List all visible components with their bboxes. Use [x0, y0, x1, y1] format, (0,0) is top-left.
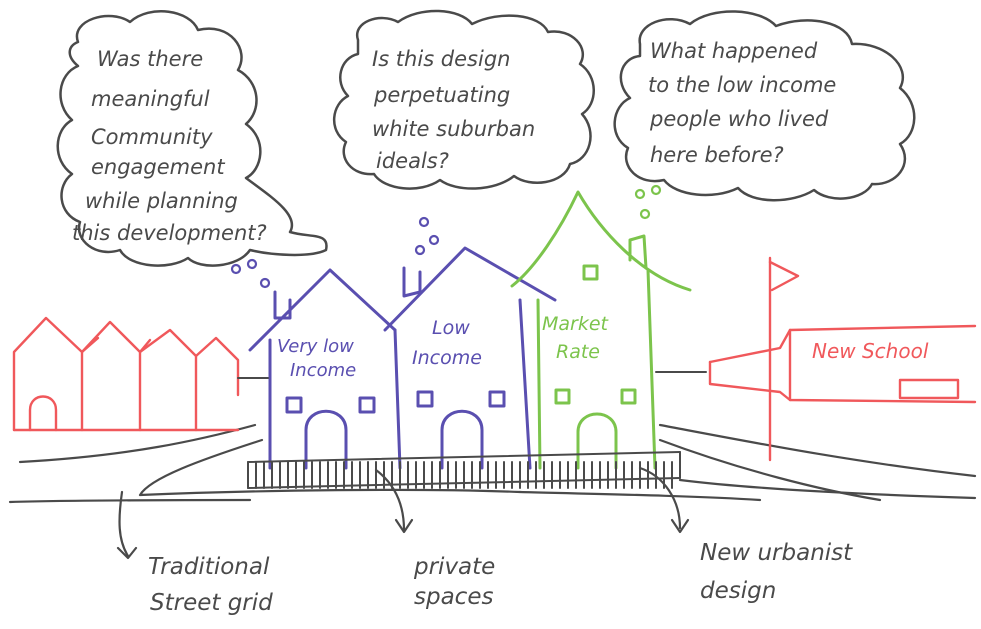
existing-houses: [12, 316, 240, 432]
bubble-right-line-4: here before?: [650, 143, 784, 167]
thought-trail-circles: [230, 184, 662, 289]
label-market-rate: Market: [542, 313, 610, 335]
caption-private-spaces-2: spaces: [414, 584, 493, 610]
bubble-left-line-6: this development?: [72, 221, 267, 245]
bubble-low-income-displacement: What happened to the low income people w…: [613, 10, 916, 202]
street-grid: [8, 423, 977, 504]
bubble-right-line-3: people who lived: [649, 107, 829, 131]
label-market-rate-2: Rate: [556, 341, 600, 363]
label-very-low-income: Very low: [277, 336, 354, 357]
bubble-middle-line-1: Is this design: [372, 47, 510, 71]
caption-new-urbanist-1: New urbanist: [700, 540, 853, 566]
house-market-rate: Market Rate: [510, 190, 692, 470]
caption-traditional-grid-2: Street grid: [150, 590, 273, 616]
bubble-right-line-2: to the low income: [648, 73, 836, 97]
bubble-left-line-4: engagement: [91, 155, 225, 179]
bubble-community-engagement: Was there meaningful Community engagemen…: [56, 10, 328, 267]
connector-lines: [237, 371, 707, 379]
bubble-left-line-1: Was there: [97, 47, 203, 71]
bubble-left-line-3: Community: [91, 125, 213, 149]
house-low-income: Low Income: [383, 246, 557, 470]
house-very-low-income: Very low Income: [248, 268, 402, 470]
label-very-low-income-2: Income: [290, 360, 356, 381]
caption-new-urbanist-2: design: [700, 578, 776, 604]
bubble-right-line-1: What happened: [650, 39, 818, 63]
label-new-school: New School: [812, 339, 929, 363]
bubble-left-line-2: meaningful: [91, 87, 210, 111]
bubble-left-line-5: while planning: [85, 189, 238, 213]
captions: Traditional Street grid private spaces N…: [148, 540, 853, 616]
new-school: New School: [708, 256, 977, 462]
bubble-middle-line-2: perpetuating: [373, 83, 510, 107]
caption-arrows: [116, 466, 690, 560]
label-low-income: Low: [432, 317, 470, 339]
bubble-middle-line-4: ideals?: [376, 149, 449, 173]
label-low-income-2: Income: [412, 347, 482, 369]
fence-private-spaces: [247, 451, 681, 489]
bubble-middle-line-3: white suburban: [372, 117, 535, 141]
bubble-suburban-ideals: Is this design perpetuating white suburb…: [332, 9, 595, 190]
caption-traditional-grid-1: Traditional: [148, 554, 270, 580]
caption-private-spaces-1: private: [413, 554, 495, 580]
